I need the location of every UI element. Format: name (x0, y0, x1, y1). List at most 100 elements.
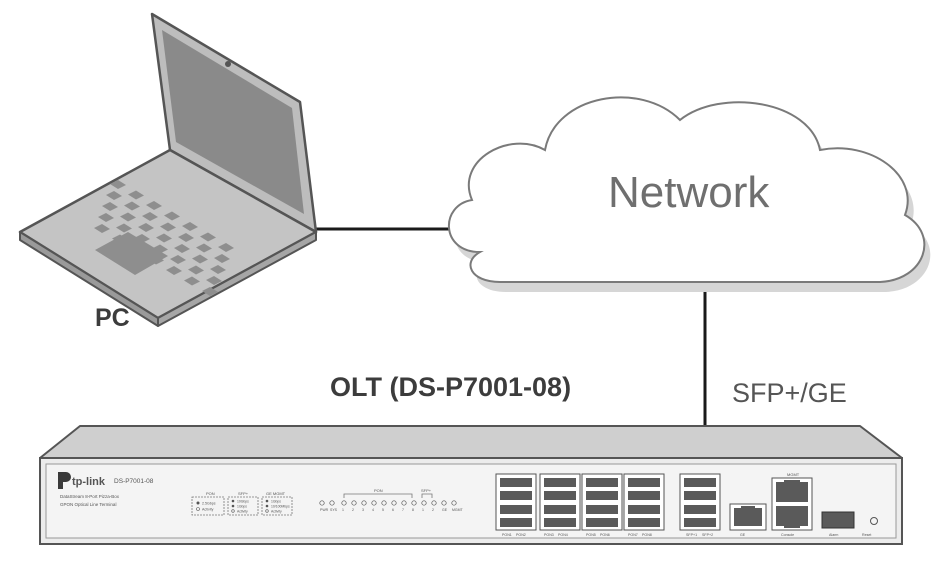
port-label: Console (781, 533, 794, 537)
key (94, 224, 110, 233)
port-label: PON4 (558, 533, 568, 537)
key (174, 244, 190, 253)
sfp-slot-latch (500, 514, 532, 518)
sfp-slot-latch (586, 514, 618, 518)
key (124, 201, 140, 211)
led-label: GE (442, 508, 448, 512)
link-type-label: SFP+/GE (732, 378, 847, 408)
legend-sfp-1: 10Gbps (237, 500, 249, 504)
key (218, 243, 234, 252)
legend-ge-title: GE MGMT (266, 491, 286, 496)
status-led (371, 500, 377, 506)
led-label: 1 (342, 508, 344, 512)
port-label: SFP+1 (686, 533, 697, 537)
port-label: PON6 (600, 533, 610, 537)
network-cloud-icon (447, 96, 931, 292)
status-led (411, 500, 417, 506)
mgmt-label: MGMT (787, 472, 800, 477)
sfp-slot-latch (628, 514, 660, 518)
device-line2: GPON Optical Line Terminal (60, 502, 116, 507)
status-led (421, 500, 427, 506)
led-label: 1 (422, 508, 424, 512)
brand-text: tp-link (72, 476, 106, 488)
led-label: 5 (382, 508, 384, 512)
key (192, 254, 208, 264)
sfp-slot-latch (586, 487, 618, 491)
led-label: 2 (352, 508, 354, 512)
legend-ge-3: Activity (271, 510, 282, 514)
sfp-slot-latch (544, 514, 576, 518)
olt-label: OLT (DS-P7001-08) (330, 372, 572, 402)
key (170, 255, 186, 264)
port-label: Reset (862, 533, 871, 537)
key (98, 213, 114, 222)
status-led (451, 500, 457, 506)
pc-label: PC (95, 304, 130, 332)
laptop-icon (18, 12, 318, 327)
status-led (329, 500, 335, 506)
key (138, 223, 154, 232)
led-label: SYS (330, 508, 338, 512)
led-label: 6 (392, 508, 394, 512)
status-led (391, 500, 397, 506)
key (184, 276, 200, 286)
key (142, 212, 158, 221)
port-panel (495, 473, 721, 531)
legend-sfp-title: SFP+ (238, 491, 249, 496)
key (160, 222, 176, 232)
key (206, 276, 222, 285)
key (164, 211, 180, 221)
status-led (401, 500, 407, 506)
key (116, 223, 132, 233)
alarm-port (821, 511, 855, 529)
led-label: 8 (412, 508, 414, 512)
sfp-slot-latch (684, 487, 716, 491)
port-label: PON5 (586, 533, 596, 537)
led-label: 2 (432, 508, 434, 512)
port-label: Alarm (829, 533, 838, 537)
reset-button (870, 517, 878, 525)
key (110, 180, 126, 189)
led-label: MGMT (452, 508, 464, 512)
port-label: GE (740, 533, 746, 537)
led-label: 3 (362, 508, 364, 512)
tp-link-logo: tp-link (58, 472, 106, 489)
sfp-slot-latch (628, 487, 660, 491)
status-led (351, 500, 357, 506)
led-group-sfp: SFP+ (421, 488, 432, 493)
port-label: PON1 (502, 533, 512, 537)
port-label: PON8 (642, 533, 652, 537)
key (200, 232, 216, 242)
key (210, 265, 226, 274)
led-legend-pon: PON 2.5Gbps Activity (191, 491, 225, 516)
status-led (441, 500, 447, 506)
legend-sfp-2: 1Gbps (237, 505, 247, 509)
sfp-slot-latch (684, 514, 716, 518)
status-led (431, 500, 437, 506)
led-label: PWR (320, 508, 329, 512)
olt-device: tp-link DS-P7001-08 DataStream 8-Port Pi… (39, 425, 903, 545)
sfp-slot-latch (544, 487, 576, 491)
console-mgmt-ports: MGMT (771, 472, 813, 531)
key (178, 233, 194, 242)
ge-port (729, 503, 767, 531)
legend-pon-2: Activity (202, 508, 214, 512)
network-label: Network (608, 168, 770, 217)
led-legend-ge: GE MGMT 1Gbps 10/100Mbps Activity (261, 491, 293, 516)
key (152, 244, 168, 254)
key (156, 233, 172, 243)
key (134, 234, 150, 243)
legend-ge-1: 1Gbps (271, 500, 281, 504)
key (166, 266, 182, 275)
port-label: PON3 (544, 533, 554, 537)
key (106, 191, 122, 200)
key (128, 190, 144, 200)
key (120, 212, 136, 222)
key (182, 222, 198, 231)
status-led (319, 500, 325, 506)
led-label: 7 (402, 508, 404, 512)
key (102, 202, 118, 211)
model-text: DS-P7001-08 (114, 478, 154, 485)
